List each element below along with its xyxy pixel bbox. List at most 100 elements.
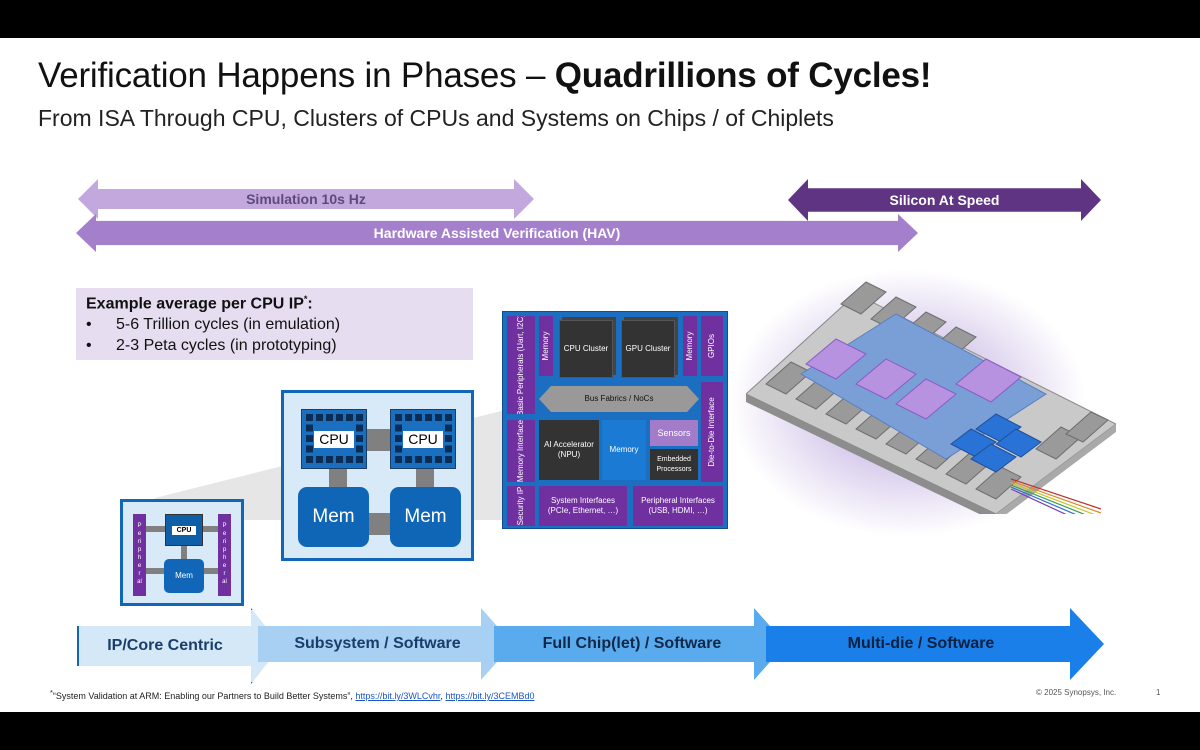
security-ip-block: Security IP bbox=[507, 486, 535, 526]
cpu-label: CPU bbox=[172, 526, 196, 535]
page-title: Verification Happens in Phases – Quadril… bbox=[38, 56, 932, 96]
peripheral-interfaces-block: Peripheral Interfaces (USB, HDMI, …) bbox=[633, 486, 723, 526]
phase-label: IP/Core Centric bbox=[107, 637, 223, 654]
copyright: © 2025 Synopsys, Inc. bbox=[1036, 688, 1117, 697]
cpu-pin bbox=[445, 445, 452, 453]
footnote-sep: , bbox=[440, 691, 446, 701]
cpu-pin bbox=[356, 435, 363, 442]
memory-block: Mem bbox=[164, 559, 204, 593]
basic-peripherals-block: Basic Peripherals (Uart, I2C) bbox=[507, 316, 535, 414]
subsystem-diagram: CPU CPU Mem Mem bbox=[281, 390, 474, 561]
cpu-pin bbox=[435, 456, 442, 463]
cpu-pins-icon bbox=[395, 414, 452, 463]
example-box: Example average per CPU IP*: • 5-6 Trilli… bbox=[76, 288, 473, 360]
gpios-label: GPIOs bbox=[707, 333, 716, 359]
cpu-chip-icon: CPU bbox=[301, 409, 367, 469]
cpu-pin bbox=[356, 445, 363, 453]
footnote-text: “System Validation at ARM: Enabling our … bbox=[52, 691, 356, 701]
cpu-pin bbox=[395, 445, 402, 453]
title-bold: Quadrillions of Cycles! bbox=[554, 56, 932, 95]
cpu-cluster-block: CPU Cluster bbox=[559, 320, 613, 378]
cpu-pin bbox=[395, 424, 402, 432]
embedded-processors-block: Embedded Processors bbox=[650, 449, 698, 480]
example-heading-sup: * bbox=[303, 294, 308, 304]
cpu-pins-icon bbox=[306, 414, 363, 463]
memory-left-label: Memory bbox=[541, 331, 550, 361]
cpu-pin bbox=[405, 414, 412, 421]
cpu-pin bbox=[326, 414, 333, 421]
cpu-pin bbox=[395, 414, 402, 421]
cpu-pin bbox=[306, 414, 313, 421]
connector bbox=[368, 513, 390, 535]
phase-label: Subsystem / Software bbox=[294, 635, 461, 652]
cpu-pin bbox=[445, 435, 452, 442]
hav-arrow: Hardware Assisted Verification (HAV) bbox=[76, 214, 918, 252]
page-number: 1 bbox=[1156, 688, 1161, 697]
silicon-label: Silicon At Speed bbox=[889, 192, 1000, 208]
connector bbox=[329, 469, 347, 489]
cpu-pin bbox=[316, 456, 323, 463]
cpu-pin bbox=[306, 445, 313, 453]
cpu-pin bbox=[395, 456, 402, 463]
cpu-pin bbox=[445, 414, 452, 421]
example-list: • 5-6 Trillion cycles (in emulation) •2-3… bbox=[86, 314, 340, 356]
phase-multi-die: Multi-die / Software bbox=[766, 608, 1104, 680]
memory-block: Mem bbox=[390, 487, 461, 547]
basic-peripherals-label: Basic Peripherals (Uart, I2C) bbox=[516, 316, 525, 414]
slide: Verification Happens in Phases – Quadril… bbox=[0, 38, 1200, 712]
simulation-arrow: Simulation 10s Hz bbox=[78, 179, 534, 219]
simulation-label: Simulation 10s Hz bbox=[246, 191, 366, 207]
cpu-pin bbox=[336, 456, 343, 463]
peripheral-label: Peripheral bbox=[137, 523, 142, 585]
title-prefix: Verification Happens in Phases – bbox=[38, 56, 555, 95]
bullet-text: 5-6 Trillion cycles (in emulation) bbox=[116, 316, 341, 333]
cpu-label: CPU bbox=[403, 431, 443, 448]
die-to-die-label: Die-to-Die Interface bbox=[707, 397, 716, 467]
multi-die-package-image bbox=[746, 281, 1116, 514]
peripheral-left: Peripheral bbox=[133, 514, 146, 596]
footnote-link-1[interactable]: https://bit.ly/3WLCvhr bbox=[355, 691, 441, 701]
cpu-pin bbox=[306, 435, 313, 442]
gpu-cluster-block: GPU Cluster bbox=[621, 320, 675, 378]
security-ip-label: Security IP bbox=[516, 486, 525, 526]
bullet-icon: • bbox=[86, 316, 92, 333]
bullet-icon: • bbox=[86, 337, 92, 354]
cpu-pin bbox=[326, 456, 333, 463]
cpu-pin bbox=[445, 456, 452, 463]
footnote: *“System Validation at ARM: Enabling our… bbox=[50, 688, 534, 701]
cpu-pin bbox=[336, 414, 343, 421]
connector bbox=[416, 469, 434, 489]
memory-center-block: Memory bbox=[602, 420, 646, 480]
memory-interface-block: Memory Interface bbox=[507, 420, 535, 482]
memory-left-block: Memory bbox=[539, 316, 553, 376]
cpu-pin bbox=[356, 456, 363, 463]
example-heading-suffix: : bbox=[307, 295, 313, 313]
phase-label: Full Chip(let) / Software bbox=[542, 635, 722, 652]
connector bbox=[366, 429, 392, 451]
phase-label: Multi-die / Software bbox=[847, 635, 995, 652]
connector bbox=[181, 546, 187, 559]
cpu-pin bbox=[395, 435, 402, 442]
footnote-link-2[interactable]: https://bit.ly/3CEMBd0 bbox=[445, 691, 535, 701]
memory-right-block: Memory bbox=[683, 316, 697, 376]
page-subtitle: From ISA Through CPU, Clusters of CPUs a… bbox=[38, 105, 834, 131]
memory-block: Mem bbox=[298, 487, 369, 547]
cpu-pin bbox=[316, 414, 323, 421]
example-heading-text: Example average per CPU IP bbox=[86, 295, 304, 313]
cpu-pin bbox=[435, 414, 442, 421]
gpios-block: GPIOs bbox=[701, 316, 723, 376]
die-to-die-block: Die-to-Die Interface bbox=[701, 382, 723, 482]
connector bbox=[203, 526, 218, 532]
cpu-pin bbox=[415, 456, 422, 463]
list-item: • 5-6 Trillion cycles (in emulation) bbox=[86, 314, 340, 335]
sensors-block: Sensors bbox=[650, 420, 698, 446]
connector bbox=[204, 568, 218, 574]
cpu-pin bbox=[405, 456, 412, 463]
peripheral-label: Peripheral bbox=[222, 523, 227, 585]
cpu-pin bbox=[356, 424, 363, 432]
memory-right-label: Memory bbox=[685, 331, 694, 361]
cpu-pin bbox=[425, 456, 432, 463]
phase-full-chip: Full Chip(let) / Software bbox=[494, 608, 786, 680]
bus-fabric-arrow: Bus Fabrics / NoCs bbox=[539, 386, 699, 412]
list-item: •2-3 Peta cycles (in prototyping) bbox=[86, 335, 340, 356]
